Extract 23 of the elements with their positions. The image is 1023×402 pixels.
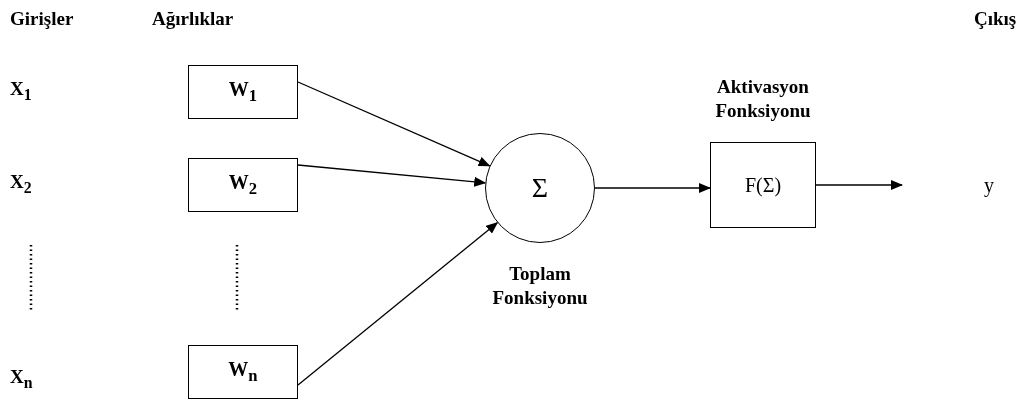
function-caption: Toplam Fonksiyonu bbox=[491, 262, 589, 310]
box-label: W$_{1}$ bbox=[228, 78, 258, 106]
process-box bbox=[188, 158, 298, 212]
process-box bbox=[188, 65, 298, 119]
sigma-symbol: Σ bbox=[531, 172, 549, 204]
arrow bbox=[297, 81, 491, 167]
arrow bbox=[297, 164, 487, 187]
input-label: X$_{n}$ bbox=[10, 366, 33, 392]
box-label: W$_{n}$ bbox=[228, 358, 258, 386]
process-box bbox=[188, 345, 298, 399]
input-label: X$_{2}$ bbox=[10, 171, 32, 197]
box-label: W$_{2}$ bbox=[228, 171, 258, 199]
box-label: F(Σ) bbox=[744, 173, 782, 197]
output-text: y bbox=[984, 174, 998, 200]
column-heading: Çıkış bbox=[974, 8, 1017, 30]
function-caption: Aktivasyon Fonksiyonu bbox=[714, 75, 812, 123]
arrow bbox=[297, 222, 499, 386]
column-heading: Girişler bbox=[10, 8, 74, 30]
arrow bbox=[594, 183, 711, 193]
input-label: X$_{1}$ bbox=[10, 78, 32, 104]
arrow bbox=[815, 180, 903, 190]
process-box bbox=[710, 142, 816, 228]
column-heading: Ağırlıklar bbox=[152, 8, 234, 30]
